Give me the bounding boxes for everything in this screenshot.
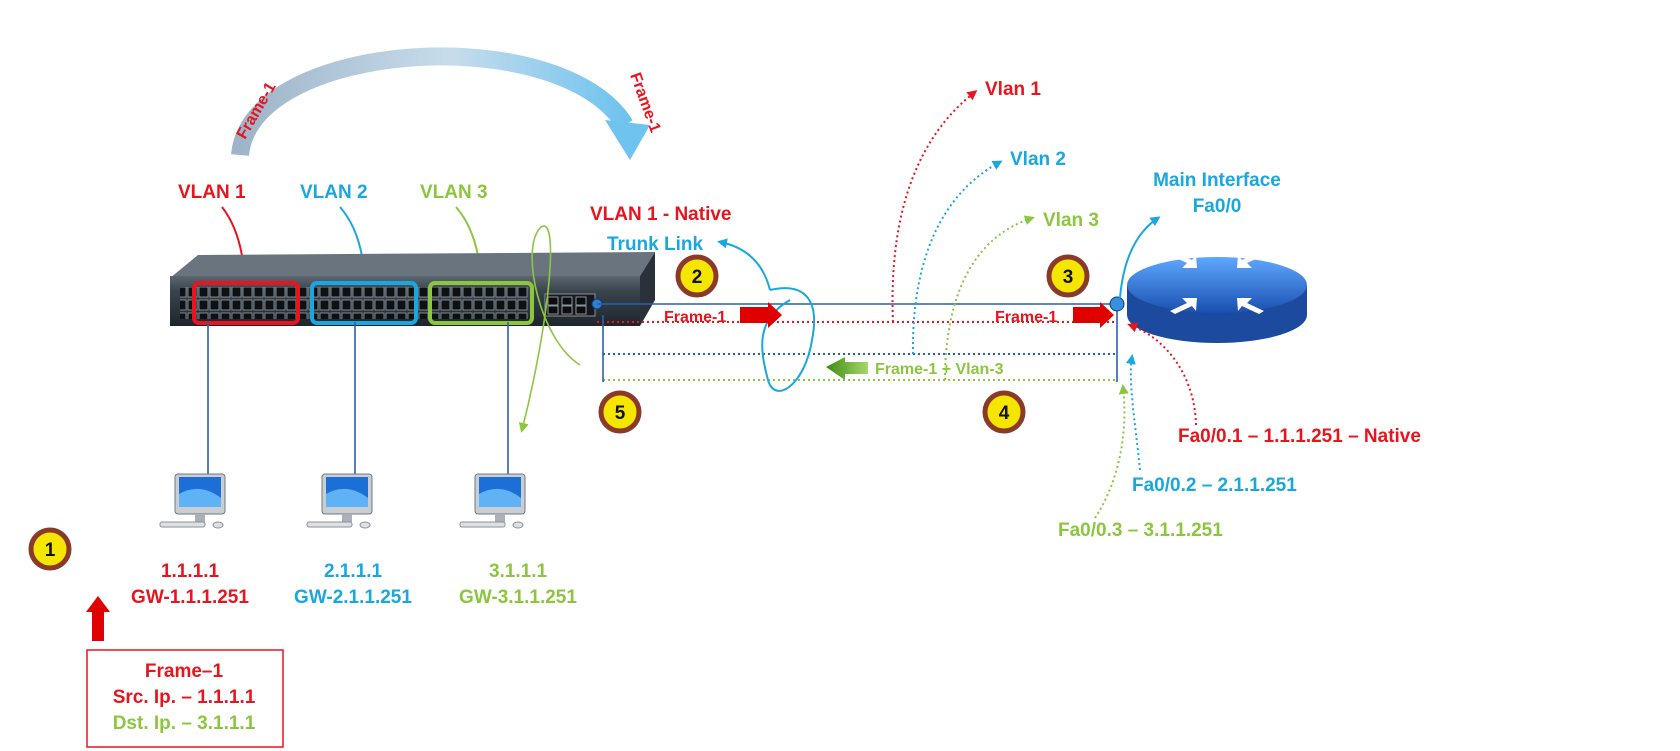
host2-ip: 2.1.1.1	[324, 561, 383, 582]
host1-ip: 1.1.1.1	[161, 561, 220, 582]
vlan2-out-arrow	[911, 160, 1003, 355]
vlan3-delivery-loop	[518, 225, 581, 433]
svg-text:3: 3	[1063, 267, 1074, 288]
frame-box-src: Src. Ip. – 1.1.1.1	[113, 687, 256, 708]
svg-text:4: 4	[999, 403, 1010, 424]
step-marker-1: 1	[28, 527, 72, 571]
main-interface-name: Fa0/0	[1193, 196, 1242, 217]
vlan2-port-group	[310, 281, 418, 325]
vlan2-label: VLAN 2	[300, 182, 368, 203]
vlan3-port-group	[428, 281, 534, 325]
frame-arrow-left	[740, 302, 782, 328]
subif3-pointer	[1094, 384, 1129, 519]
step-marker-4: 4	[982, 390, 1026, 434]
frame-up-arrow	[86, 596, 110, 641]
subif3-label: Fa0/0.3 – 3.1.1.251	[1058, 520, 1223, 541]
vlan2-out-label: Vlan 2	[1010, 149, 1066, 170]
host2-gateway: GW-2.1.1.251	[294, 587, 412, 608]
frame-label-left: Frame-1	[664, 309, 726, 326]
subif2-label: Fa0/0.2 – 2.1.1.251	[1132, 475, 1297, 496]
vlan3-out-arrow	[944, 215, 1035, 381]
frame-info-box	[86, 649, 284, 748]
router-port-dot	[1109, 296, 1125, 312]
step-marker-3: 3	[1046, 254, 1090, 298]
vlan1-out-label: Vlan 1	[985, 79, 1041, 100]
vlan1-port-group	[192, 281, 300, 325]
return-frame-label: Frame-1 + Vlan-3	[875, 361, 1004, 378]
main-interface-label: Main Interface	[1153, 170, 1281, 191]
arc-arrowhead	[605, 120, 650, 160]
step-marker-5: 5	[598, 390, 642, 434]
frame-box-dst: Dst. Ip. – 3.1.1.1	[113, 713, 256, 734]
vlan3-label: VLAN 3	[420, 182, 488, 203]
host2-computer-icon	[306, 473, 373, 529]
frame-label-right: Frame-1	[995, 309, 1057, 326]
native-vlan-label: VLAN 1 - Native	[590, 204, 731, 225]
svg-text:5: 5	[615, 403, 626, 424]
host3-computer-icon	[459, 473, 526, 529]
main-interface-pointer	[1119, 216, 1161, 299]
subif1-label: Fa0/0.1 – 1.1.1.251 – Native	[1178, 426, 1421, 447]
trunk-cable-loop	[761, 287, 816, 392]
host3-gateway: GW-3.1.1.251	[459, 587, 577, 608]
switch	[170, 252, 655, 326]
vlan-forward-arc: Frame-1 Frame-1	[231, 47, 664, 160]
svg-text:1: 1	[45, 540, 56, 561]
svg-text:2: 2	[692, 267, 703, 288]
trunk-link-label: Trunk Link	[607, 234, 704, 255]
vlan3-out-label: Vlan 3	[1043, 210, 1099, 231]
subif2-pointer	[1125, 354, 1141, 471]
frame-arrow-right	[1073, 302, 1114, 328]
return-frame-arrow	[826, 357, 868, 380]
frame-box-title: Frame–1	[145, 661, 224, 682]
host1-gateway: GW-1.1.1.251	[131, 587, 249, 608]
host1-computer-icon	[159, 473, 226, 529]
vlan1-label: VLAN 1	[178, 182, 246, 203]
step-marker-2: 2	[675, 254, 719, 298]
router-icon	[1127, 252, 1307, 343]
trunk-link-pointer	[717, 238, 771, 291]
host3-ip: 3.1.1.1	[489, 561, 548, 582]
vlan1-out-arrow	[891, 90, 978, 323]
